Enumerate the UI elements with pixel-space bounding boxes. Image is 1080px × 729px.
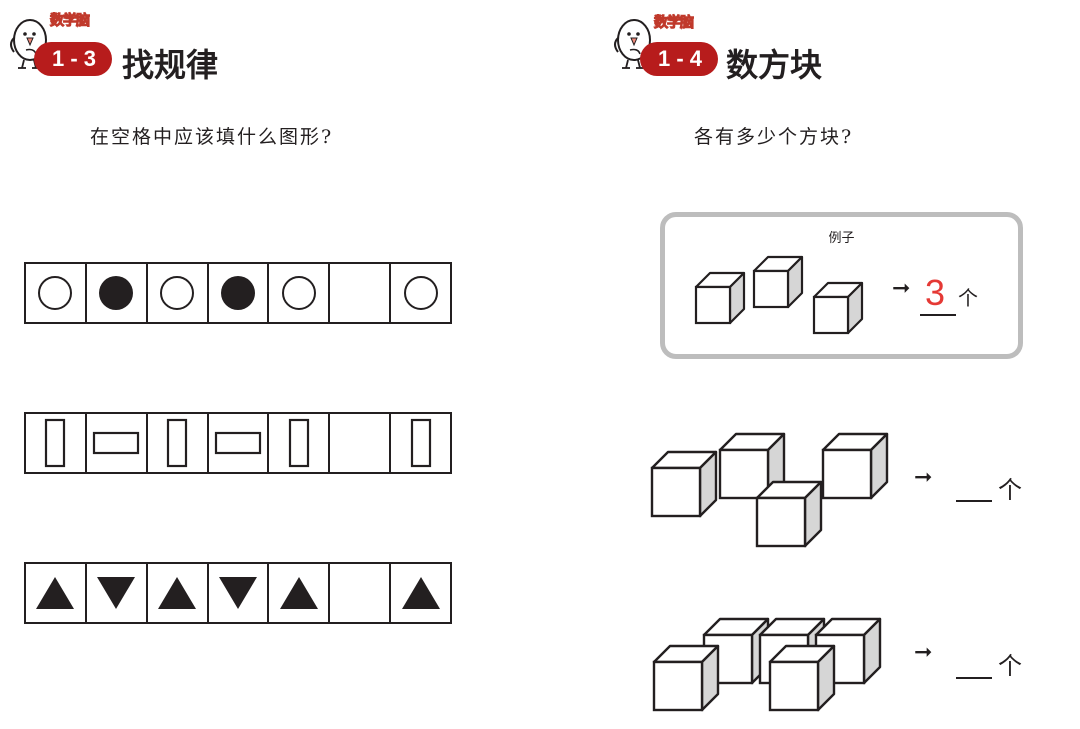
example-answer: 3 <box>925 272 946 313</box>
pattern-cell <box>209 414 270 472</box>
pattern-cell <box>391 564 450 622</box>
lesson-badge: 1 - 3 <box>34 42 114 76</box>
pattern-cell <box>148 264 209 322</box>
answer-blank-1[interactable] <box>956 500 992 502</box>
pattern-row-rectangles <box>24 412 452 474</box>
question-text: 各有多少个方块? <box>694 126 854 148</box>
triangle-up-icon <box>36 577 75 609</box>
header-left: 数学脑 1 - 3 找规律 <box>4 0 304 84</box>
lesson-badge: 1 - 4 <box>640 42 720 76</box>
rect-vertical-icon <box>45 418 66 468</box>
brand-label: 数学脑 <box>654 15 695 32</box>
pattern-cell <box>26 564 87 622</box>
circle-outline-icon <box>403 276 438 310</box>
example-cubes-illustration <box>694 255 864 335</box>
pattern-cell <box>269 264 331 322</box>
pattern-row-triangles <box>24 562 452 624</box>
triangle-down-icon <box>219 577 257 609</box>
blank-answer-cell[interactable] <box>330 414 392 472</box>
brand-label: 数学脑 <box>50 13 91 30</box>
pattern-cell <box>269 414 331 472</box>
pattern-cell <box>87 414 148 472</box>
circle-filled-icon <box>221 276 255 310</box>
pattern-cell <box>391 414 450 472</box>
pattern-cell <box>87 564 148 622</box>
pattern-cell <box>26 414 87 472</box>
header-right: 数学脑 1 - 4 数方块 <box>604 0 904 84</box>
pattern-cell <box>269 564 331 622</box>
rect-horizontal-icon <box>214 431 262 455</box>
circle-outline-icon <box>160 276 195 310</box>
cubes-illustration-2 <box>652 617 882 712</box>
arrow-icon: ➞ <box>914 640 933 665</box>
pattern-cell <box>209 264 270 322</box>
rect-vertical-icon <box>288 418 309 468</box>
rect-vertical-icon <box>167 418 188 468</box>
pattern-cell <box>148 414 209 472</box>
unit-label: 个 <box>958 286 978 310</box>
example-label: 例子 <box>828 231 855 246</box>
pattern-cell <box>26 264 87 322</box>
blank-answer-cell[interactable] <box>330 264 392 322</box>
page-title: 找规律 <box>122 46 219 84</box>
pattern-cell <box>87 264 148 322</box>
page-title: 数方块 <box>726 46 823 84</box>
pattern-cell <box>209 564 270 622</box>
rect-horizontal-icon <box>93 431 140 455</box>
pattern-row-circles <box>24 262 452 324</box>
triangle-up-icon <box>401 577 440 609</box>
unit-label: 个 <box>998 476 1022 504</box>
question-text: 在空格中应该填什么图形? <box>90 126 334 148</box>
circle-outline-icon <box>281 276 316 310</box>
unit-label: 个 <box>998 652 1022 680</box>
answer-blank-2[interactable] <box>956 677 992 679</box>
cubes-illustration-1 <box>650 432 889 548</box>
rect-vertical-icon <box>410 418 431 468</box>
arrow-icon: ➞ <box>914 465 933 490</box>
triangle-up-icon <box>158 577 197 609</box>
example-answer-line <box>920 314 956 316</box>
pattern-cell <box>391 264 450 322</box>
triangle-down-icon <box>97 577 136 609</box>
blank-answer-cell[interactable] <box>330 564 392 622</box>
triangle-up-icon <box>279 577 318 609</box>
circle-outline-icon <box>38 276 73 310</box>
circle-filled-icon <box>99 276 134 310</box>
arrow-icon: ➞ <box>892 276 911 301</box>
pattern-cell <box>148 564 209 622</box>
